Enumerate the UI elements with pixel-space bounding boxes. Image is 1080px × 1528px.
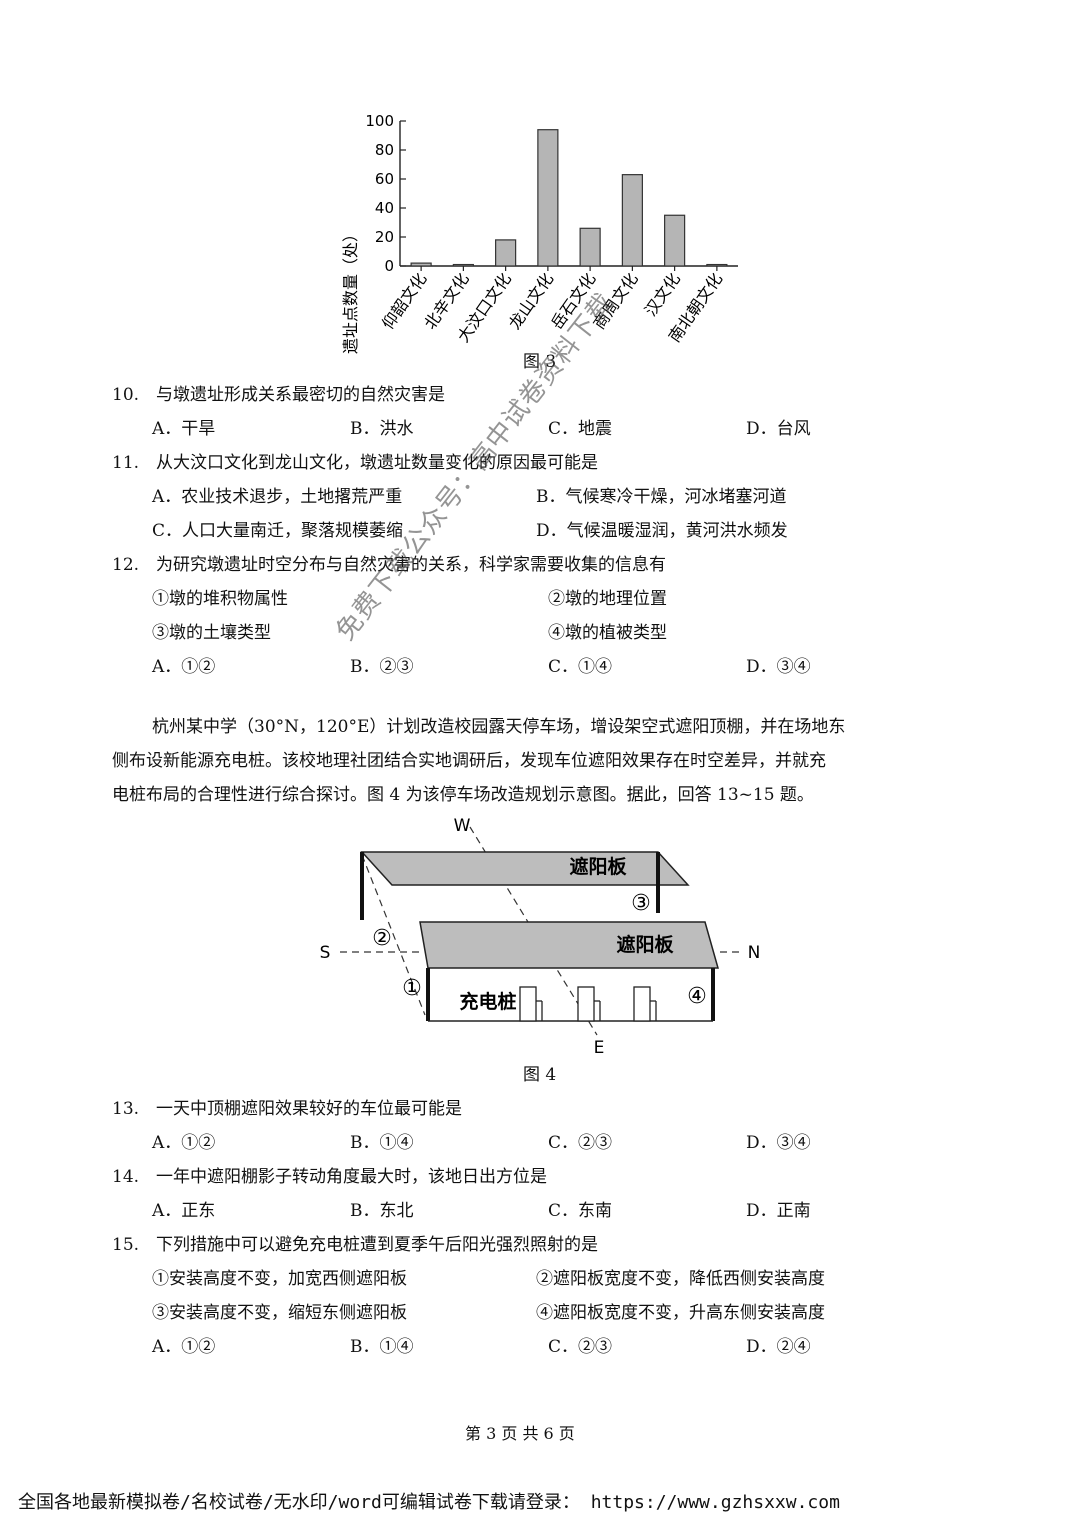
figure-4-label: 图 4 [523,1065,557,1085]
parking-spot-4: ④ [687,984,707,1009]
question-13-stem: 13. 一天中顶棚遮阳效果较好的车位最可能是 [112,1099,463,1119]
question-10-option-c[interactable]: C．地震 [548,419,613,439]
question-15-option-a[interactable]: A．①② [152,1337,216,1357]
page-number: 第 3 页 共 6 页 [465,1424,575,1443]
question-15-option-b[interactable]: B．①④ [350,1337,414,1357]
dashed-guide [361,854,426,1016]
bar-4 [579,227,601,267]
question-15-item-3: ③安装高度不变，缩短东侧遮阳板 [152,1303,407,1323]
parking-spot-1: ① [402,976,422,1001]
figure-3-chart: 遗址点数量（处） 020406080100仰韶文化北辛文化大汶口文化龙山文化岳石… [341,112,738,354]
question-12-item-3: ③墩的土壤类型 [152,623,271,643]
y-tick-label-4: 80 [375,141,394,159]
shade-panel-bottom-label: 遮阳板 [616,933,674,956]
question-13-option-b[interactable]: B．①④ [350,1133,414,1153]
direction-n: N [748,943,761,963]
figure-4-diagram: 遮阳板 遮阳板 充电桩 ① ② ③ ④ W S N E [320,816,761,1055]
question-14-option-d[interactable]: D．正南 [746,1201,811,1221]
x-tick-label-6: 汉文化 [641,269,684,319]
question-15-option-d[interactable]: D．②④ [746,1337,811,1357]
question-10-option-b[interactable]: B．洪水 [350,419,414,439]
question-10-stem: 10. 与墩遗址形成关系最密切的自然灾害是 [112,385,446,405]
question-12-stem: 12. 为研究墩遗址时空分布与自然灾害的关系，科学家需要收集的信息有 [112,555,667,575]
bar-0 [410,262,432,267]
bar-3 [537,129,559,267]
parking-spot-3: ③ [631,891,651,916]
footer-download-notice[interactable]: 全国各地最新模拟卷/名校试卷/无水印/word可编辑试卷下载请登录： https… [18,1492,840,1513]
bar-6 [664,214,686,267]
question-11-stem: 11. 从大汶口文化到龙山文化，墩遗址数量变化的原因最可能是 [112,453,599,473]
passage-line-2: 侧布设新能源充电桩。该校地理社团结合实地调研后，发现车位遮阳效果存在时空差异，并… [112,751,826,771]
bar-2 [495,239,517,267]
question-15-stem: 15. 下列措施中可以避免充电桩遭到夏季午后阳光强烈照射的是 [112,1235,599,1255]
y-axis-label: 遗址点数量（处） [341,226,360,354]
question-14-option-c[interactable]: C．东南 [548,1201,613,1221]
question-13-option-c[interactable]: C．②③ [548,1133,613,1153]
question-12-item-4: ④墩的植被类型 [548,623,667,643]
question-10-option-a[interactable]: A．干旱 [152,419,216,439]
y-tick-label-2: 40 [375,199,394,217]
charger-pile-2 [577,986,601,1022]
direction-s: S [320,943,331,963]
question-12-option-a[interactable]: A．①② [152,657,216,677]
question-14-option-a[interactable]: A．正东 [152,1201,216,1221]
question-11-option-a[interactable]: A．农业技术退步，土地撂荒严重 [152,487,403,507]
question-14-option-b[interactable]: B．东北 [350,1201,414,1221]
question-10-option-d[interactable]: D．台风 [746,419,811,439]
question-11-option-b[interactable]: B．气候寒冷干燥，河冰堵塞河道 [536,487,787,507]
question-12-option-d[interactable]: D．③④ [746,657,811,677]
question-14-stem: 14. 一年中遮阳棚影子转动角度最大时，该地日出方位是 [112,1167,548,1187]
question-13-option-a[interactable]: A．①② [152,1133,216,1153]
y-tick-label-5: 100 [365,112,394,130]
question-12-option-b[interactable]: B．②③ [350,657,414,677]
direction-w: W [454,816,471,836]
shade-panel-bottom [419,921,719,969]
question-12-item-2: ②墩的地理位置 [548,589,667,609]
bar-7 [706,263,728,267]
direction-e: E [594,1038,605,1055]
shade-panel-top-label: 遮阳板 [569,855,627,878]
question-13-option-d[interactable]: D．③④ [746,1133,811,1153]
charger-label: 充电桩 [459,990,516,1013]
question-12-option-c[interactable]: C．①④ [548,657,613,677]
question-15-option-c[interactable]: C．②③ [548,1337,613,1357]
y-tick-label-3: 60 [375,170,394,188]
shade-panel-top [360,851,690,886]
question-15-item-1: ①安装高度不变，加宽西侧遮阳板 [152,1269,407,1289]
charger-pile-1 [519,986,543,1022]
bar-1 [452,263,474,267]
figure-3-label: 图 3 [523,352,557,372]
y-tick-label-0: 0 [384,257,394,275]
question-11-option-d[interactable]: D．气候温暖湿润，黄河洪水频发 [536,521,788,541]
bar-5 [621,174,643,267]
parking-spot-2: ② [372,926,392,951]
charger-pile-3 [633,986,657,1022]
question-12-item-1: ①墩的堆积物属性 [152,589,288,609]
passage-line-1: 杭州某中学（30°N，120°E）计划改造校园露天停车场，增设架空式遮阳顶棚，并… [152,717,846,737]
passage-line-3: 电桩布局的合理性进行综合探讨。图 4 为该停车场改造规划示意图。据此，回答 13… [112,785,814,805]
question-15-item-2: ②遮阳板宽度不变，降低西侧安装高度 [536,1269,825,1289]
question-15-item-4: ④遮阳板宽度不变，升高东侧安装高度 [536,1303,825,1323]
y-tick-label-1: 20 [375,228,394,246]
question-11-option-c[interactable]: C．人口大量南迁，聚落规模萎缩 [152,521,404,541]
